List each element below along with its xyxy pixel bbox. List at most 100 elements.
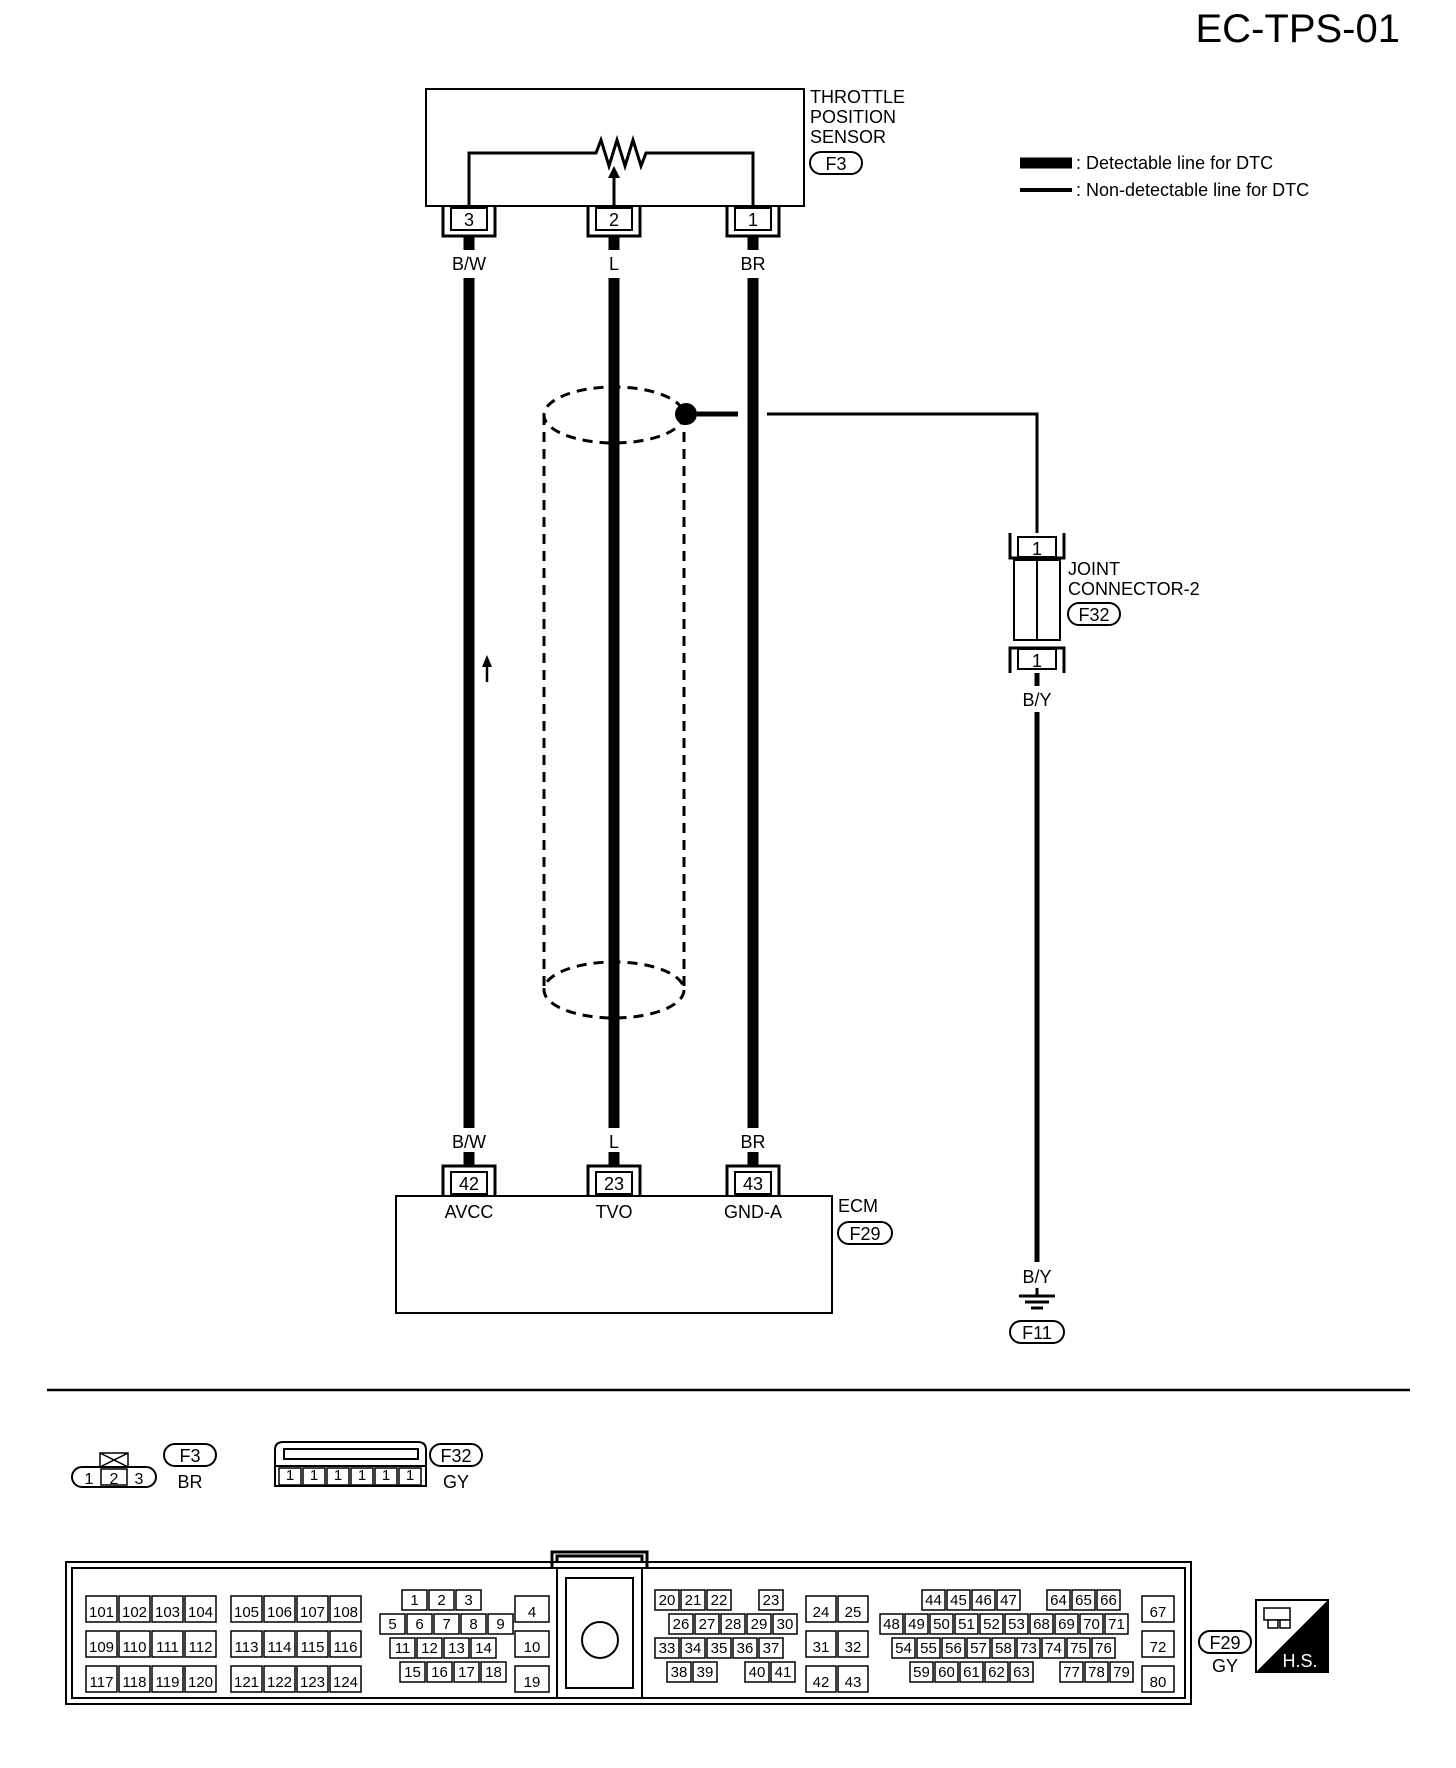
svg-text:35: 35 <box>711 1640 728 1657</box>
f29-pin-24: 24 <box>805 1595 837 1623</box>
svg-text:43: 43 <box>743 1174 763 1194</box>
svg-text:74: 74 <box>1045 1640 1062 1657</box>
svg-text:71: 71 <box>1108 1616 1125 1633</box>
svg-text:28: 28 <box>725 1616 742 1633</box>
wire-color-bw-bottom: B/W <box>452 1132 486 1152</box>
f29-pin-2: 2 <box>428 1589 455 1611</box>
svg-text:3: 3 <box>464 1592 472 1609</box>
svg-text:4: 4 <box>528 1604 536 1621</box>
svg-text:120: 120 <box>188 1674 213 1691</box>
svg-text:31: 31 <box>813 1639 830 1656</box>
f29-pin-115: 115 <box>296 1630 329 1658</box>
svg-text:50: 50 <box>933 1616 950 1633</box>
sensor-pin-1: 1 <box>725 206 781 238</box>
svg-text:5: 5 <box>388 1616 396 1633</box>
svg-text:124: 124 <box>333 1674 358 1691</box>
f29-pin-74: 74 <box>1041 1637 1066 1659</box>
wire-color-l-bottom: L <box>609 1132 619 1152</box>
svg-text:58: 58 <box>995 1640 1012 1657</box>
svg-text:20: 20 <box>659 1592 676 1609</box>
svg-text:16: 16 <box>431 1664 448 1681</box>
svg-text:18: 18 <box>485 1664 502 1681</box>
svg-text:27: 27 <box>699 1616 716 1633</box>
f29-pin-26: 26 <box>668 1613 694 1635</box>
f29-pin-19: 19 <box>514 1665 550 1693</box>
f29-pin-3: 3 <box>455 1589 482 1611</box>
svg-text:118: 118 <box>123 1674 147 1691</box>
svg-text:104: 104 <box>188 1604 213 1621</box>
f29-pin-54: 54 <box>891 1637 916 1659</box>
svg-text:76: 76 <box>1095 1640 1112 1657</box>
f29-pin-14: 14 <box>470 1637 497 1659</box>
svg-text:13: 13 <box>448 1640 465 1657</box>
svg-text:49: 49 <box>908 1616 925 1633</box>
f29-pin-68: 68 <box>1029 1613 1054 1635</box>
f29-pin-13: 13 <box>443 1637 470 1659</box>
f29-pin-22: 22 <box>706 1589 732 1611</box>
f29-pin-79: 79 <box>1109 1661 1134 1683</box>
ecm-connector-id: F29 <box>849 1224 880 1244</box>
svg-text:1: 1 <box>406 1467 414 1484</box>
svg-text:1: 1 <box>358 1467 366 1484</box>
svg-text:38: 38 <box>671 1664 688 1681</box>
svg-text:77: 77 <box>1063 1664 1080 1681</box>
f29-pin-109: 109 <box>85 1630 118 1658</box>
svg-text:39: 39 <box>697 1664 714 1681</box>
svg-text:14: 14 <box>475 1640 492 1657</box>
svg-text:2: 2 <box>437 1592 445 1609</box>
f29-pin-101: 101 <box>85 1595 118 1623</box>
sensor-name-line-3: SENSOR <box>810 127 886 147</box>
f29-pin-57: 57 <box>966 1637 991 1659</box>
f29-pin-63: 63 <box>1009 1661 1034 1683</box>
svg-text:2: 2 <box>609 210 619 230</box>
f29-pin-38: 38 <box>666 1661 692 1683</box>
f29-pin-70: 70 <box>1079 1613 1104 1635</box>
svg-text:69: 69 <box>1058 1616 1075 1633</box>
f29-pin-30: 30 <box>772 1613 798 1635</box>
f32-pin-6: 1 <box>398 1467 422 1486</box>
f29-pin-44: 44 <box>921 1589 946 1611</box>
svg-text:52: 52 <box>983 1616 1000 1633</box>
svg-text:1: 1 <box>286 1467 294 1484</box>
f29-pin-17: 17 <box>453 1661 480 1683</box>
svg-text:44: 44 <box>925 1592 942 1609</box>
svg-text:64: 64 <box>1050 1592 1067 1609</box>
f29-pin-121: 121 <box>230 1665 263 1693</box>
ecm-name: ECM <box>838 1196 878 1216</box>
f29-pin-108: 108 <box>329 1595 362 1623</box>
svg-text:34: 34 <box>685 1640 702 1657</box>
f29-pin-45: 45 <box>946 1589 971 1611</box>
sensor-name-line-2: POSITION <box>810 107 896 127</box>
ground-connector-badge <box>1009 1320 1065 1344</box>
wire-color-br-bottom: BR <box>740 1132 765 1152</box>
svg-text:102: 102 <box>122 1604 147 1621</box>
ecm-connector-badge <box>837 1221 893 1245</box>
f29-pin-50: 50 <box>929 1613 954 1635</box>
wire-color-bw-top: B/W <box>452 254 486 274</box>
svg-text:63: 63 <box>1013 1664 1030 1681</box>
svg-text:1: 1 <box>410 1592 418 1609</box>
svg-text:7: 7 <box>442 1616 450 1633</box>
svg-text:111: 111 <box>156 1639 179 1656</box>
svg-text:73: 73 <box>1020 1640 1037 1657</box>
svg-text:29: 29 <box>751 1616 768 1633</box>
f29-pin-106: 106 <box>263 1595 296 1623</box>
sensor-pin-3: 3 <box>441 206 497 238</box>
f29-pin-6: 6 <box>406 1613 433 1635</box>
svg-text:59: 59 <box>913 1664 930 1681</box>
hs-icon: H.S. <box>1255 1599 1329 1673</box>
svg-text:68: 68 <box>1033 1616 1050 1633</box>
f29-pin-64: 64 <box>1046 1589 1071 1611</box>
hs-label: H.S. <box>1282 1651 1317 1671</box>
svg-text:78: 78 <box>1088 1664 1105 1681</box>
joint-connector-badge <box>1067 602 1121 626</box>
svg-text:103: 103 <box>155 1604 180 1621</box>
svg-text:116: 116 <box>334 1639 358 1656</box>
f29-pin-48: 48 <box>879 1613 904 1635</box>
f29-pin-31: 31 <box>805 1630 837 1658</box>
f29-pin-33: 33 <box>654 1637 680 1659</box>
f29-pin-52: 52 <box>979 1613 1004 1635</box>
ecm-pin-label-gnd-a: GND-A <box>724 1202 782 1222</box>
